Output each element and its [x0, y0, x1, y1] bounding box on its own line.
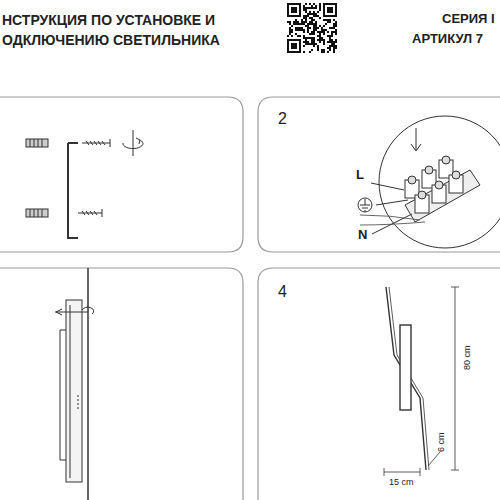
step-number: 4 [278, 283, 287, 301]
dimension: 15 cm [389, 477, 414, 487]
panel-2 [258, 97, 500, 252]
lamp-dimensions [384, 287, 459, 476]
dimension: 6 cm [436, 432, 446, 452]
panel-3 [0, 268, 243, 500]
mounting-on-wall [55, 268, 94, 500]
qr-code [287, 3, 337, 53]
article-label: АРТИКУЛ 7 [412, 32, 483, 47]
series-label: СЕРИЯ I [442, 12, 495, 27]
panel-1 [0, 97, 243, 252]
ground-symbol [358, 198, 372, 212]
step-number: 2 [278, 110, 287, 128]
document-title: НСТРУКЦИЯ ПО УСТАНОВКЕ И ОДКЛЮЧЕНИЮ СВЕТ… [2, 10, 252, 50]
dimension: 80 cm [462, 345, 472, 370]
wire-label: N [358, 228, 367, 243]
panel-4 [258, 268, 500, 500]
terminal-block-detail [358, 116, 500, 248]
dowels-and-screws [26, 130, 143, 238]
wire-label: L [356, 168, 364, 183]
